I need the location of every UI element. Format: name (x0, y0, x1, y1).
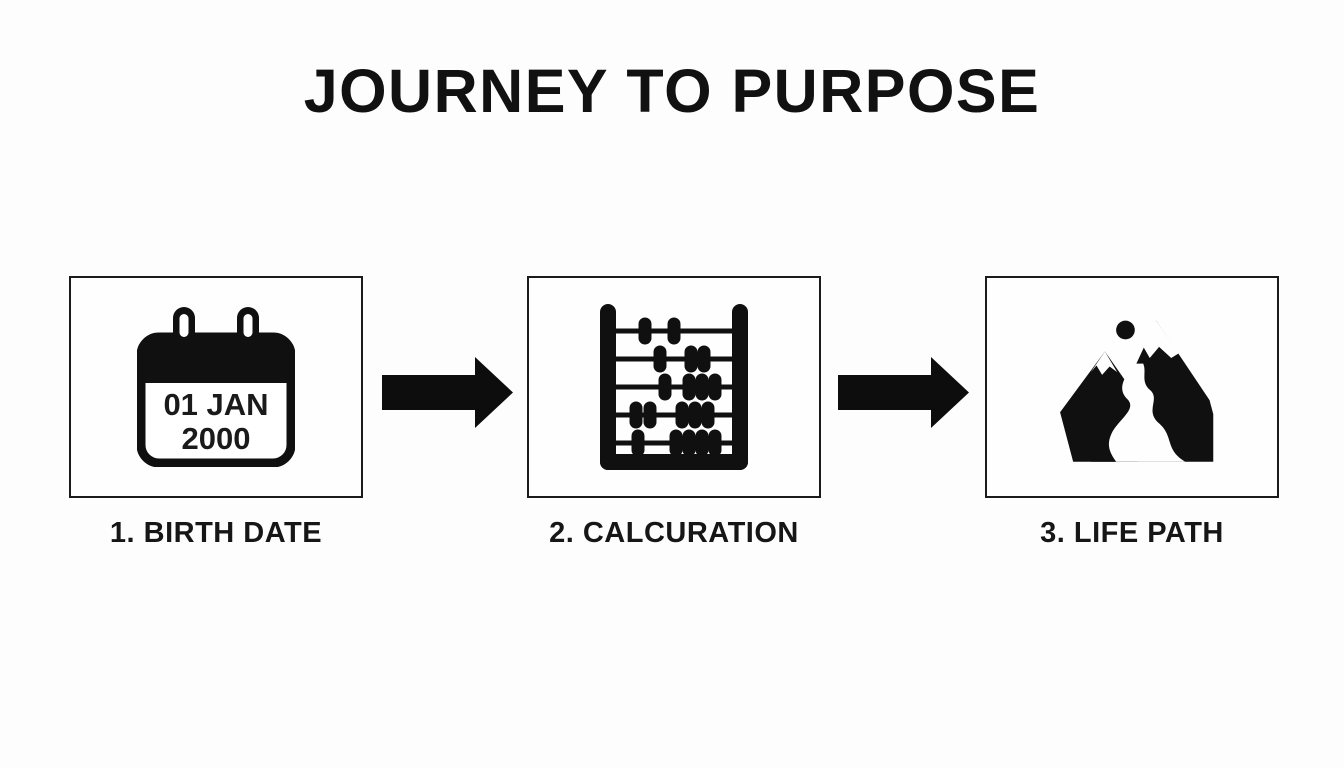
arrow-right-icon (382, 357, 513, 428)
calendar-icon: 01 JAN 2000 (137, 307, 295, 467)
calendar-date-line2: 2000 (182, 421, 251, 456)
step-label-life-path: 3. LIFE PATH (1040, 517, 1224, 549)
step-label-calculation: 2. CALCURATION (549, 517, 799, 549)
step-box-calculation (527, 276, 821, 498)
sun-icon (1116, 320, 1135, 340)
arrow-right-icon (838, 357, 969, 428)
step-box-birth-date: 01 JAN 2000 (69, 276, 363, 498)
abacus-icon (600, 304, 748, 470)
calendar-date-line1: 01 JAN (163, 387, 268, 422)
step-label-birth-date: 1. BIRTH DATE (109, 517, 323, 549)
step-box-life-path (985, 276, 1279, 498)
page-title: JOURNEY TO PURPOSE (303, 57, 1041, 125)
mountain-path-icon (1060, 320, 1214, 462)
abacus-beads (629, 317, 722, 457)
